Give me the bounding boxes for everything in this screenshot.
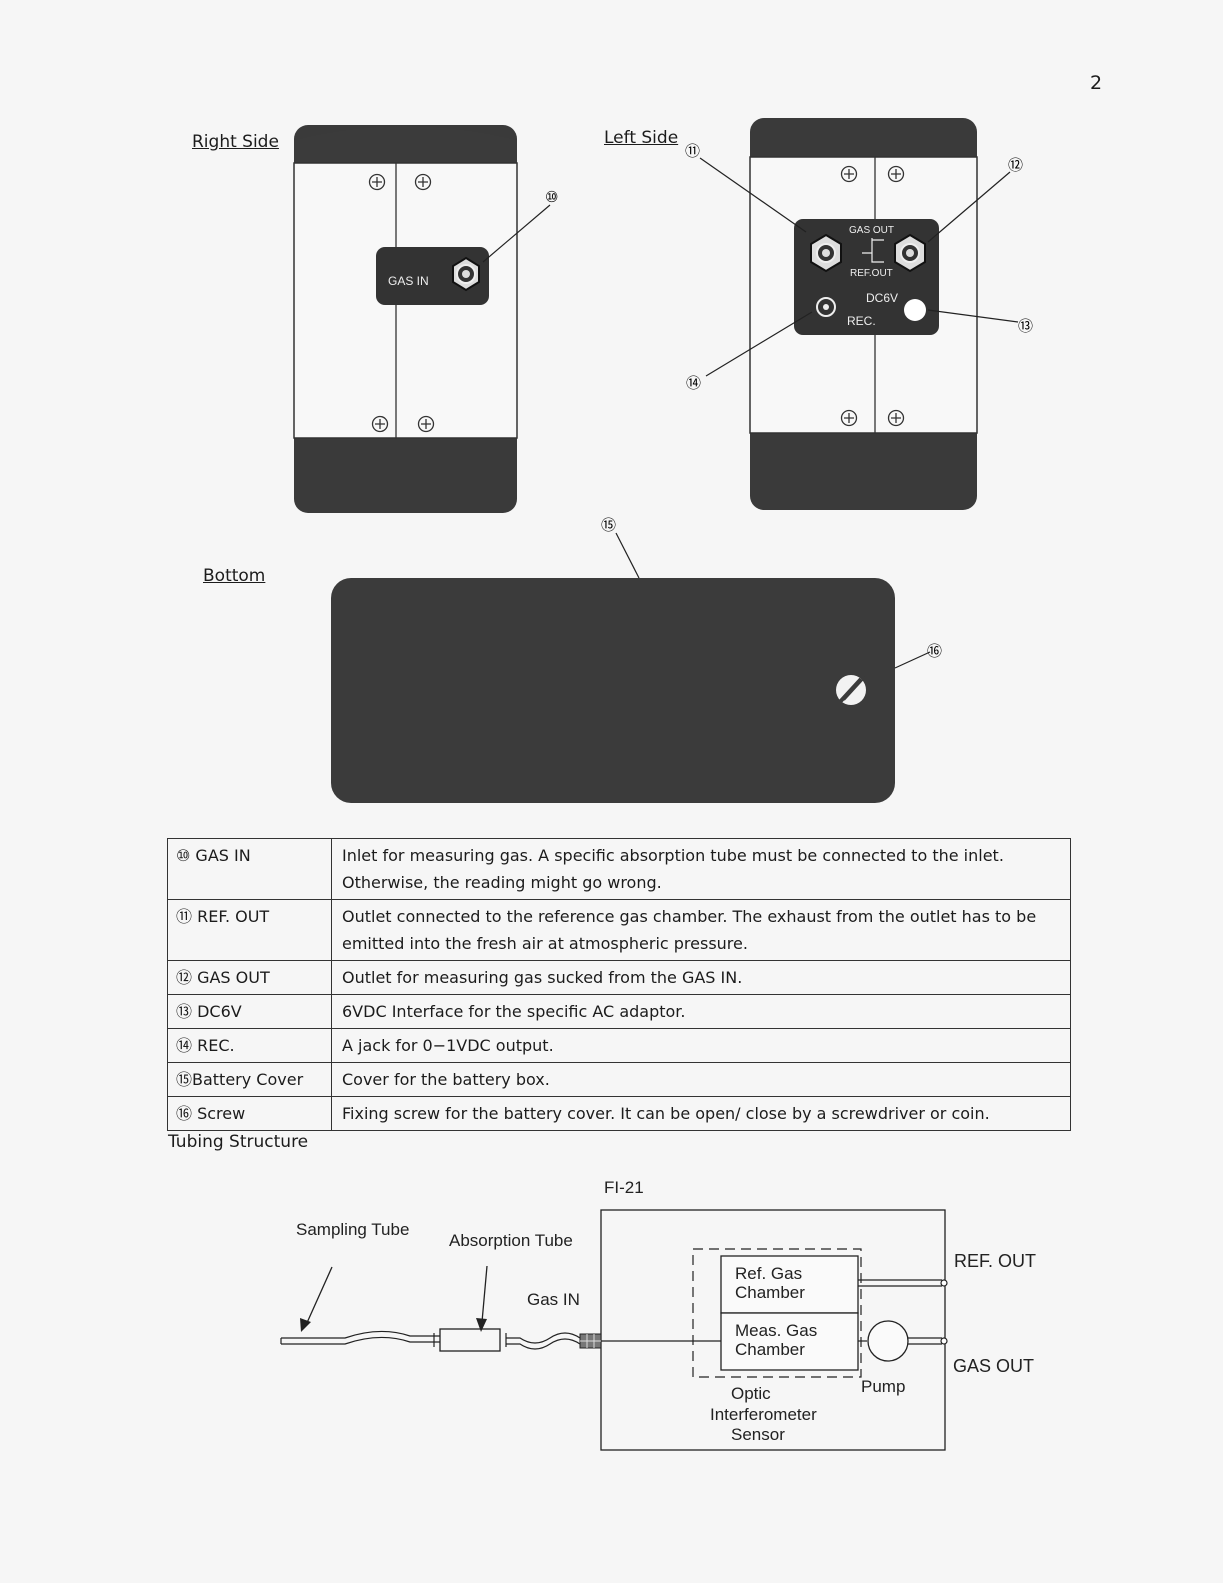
rec-jack-icon: [816, 297, 836, 317]
gas-in-connector: [579, 1333, 602, 1349]
screw-icon: [368, 173, 435, 433]
gas-out-label: GAS OUT: [953, 1356, 1034, 1376]
callout-13: ⑬: [1018, 318, 1033, 335]
sensor-line2: Interferometer: [710, 1405, 817, 1424]
left-side-view: GAS OUT REF.OUT DC6V REC. ⑪ ⑫ ⑬ ⑭: [685, 118, 1033, 510]
pump-icon: [867, 1320, 909, 1362]
callout-10: ⑩: [545, 189, 558, 206]
callout-15: ⑮: [601, 517, 616, 534]
table-row: ⑯ Screw Fixing screw for the battery cov…: [167, 1096, 1071, 1131]
gas-in-port-icon: [452, 256, 480, 292]
screw-icon: [836, 675, 866, 705]
ref-chamber-line1: Ref. Gas: [735, 1264, 802, 1283]
meas-chamber-line2: Chamber: [735, 1340, 805, 1359]
part-name: ⑯ Screw: [167, 1096, 332, 1131]
bottom-label: Bottom: [203, 566, 266, 586]
page-number: 2: [1090, 72, 1103, 94]
table-row: ⑬ DC6V 6VDC Interface for the specific A…: [167, 994, 1071, 1029]
gas-in-panel-label: GAS IN: [388, 274, 429, 288]
arrow-icon: [476, 1318, 487, 1332]
table-row: ⑩ GAS IN Inlet for measuring gas. A spec…: [167, 838, 1071, 900]
callout-14: ⑭: [686, 375, 701, 392]
part-name: ⑪ REF. OUT: [167, 899, 332, 961]
part-description: Inlet for measuring gas. A specific abso…: [331, 838, 1071, 900]
arrow-icon: [300, 1318, 311, 1332]
parts-table: ⑩ GAS IN Inlet for measuring gas. A spec…: [167, 838, 1071, 1131]
ref-out-port-icon: [810, 233, 842, 273]
gas-in-label: Gas IN: [527, 1290, 580, 1309]
callout-12: ⑫: [1008, 157, 1023, 174]
table-row: ⑪ REF. OUT Outlet connected to the refer…: [167, 899, 1071, 961]
sensor-enclosure: [692, 1248, 862, 1378]
sensor-line1: Optic: [731, 1384, 771, 1403]
right-side-view: GAS IN ⑩: [293, 125, 558, 513]
callout-16: ⑯: [927, 643, 942, 660]
fi21-label: FI-21: [604, 1178, 644, 1197]
part-name: ⑫ GAS OUT: [167, 960, 332, 995]
sampling-tube-label: Sampling Tube: [296, 1220, 409, 1239]
part-name: ⑩ GAS IN: [167, 838, 332, 900]
part-description: A jack for 0−1VDC output.: [331, 1028, 1071, 1063]
rec-panel-label: REC.: [847, 314, 876, 328]
meas-gas-chamber: [720, 1312, 859, 1371]
absorption-tube: [439, 1328, 501, 1352]
gas-out-port-icon: [894, 233, 926, 273]
part-description: Cover for the battery box.: [331, 1062, 1071, 1097]
ref-gas-chamber: [720, 1255, 859, 1314]
left-side-label: Left Side: [604, 128, 679, 148]
tubing-structure-title: Tubing Structure: [168, 1132, 309, 1152]
absorption-tube-label: Absorption Tube: [449, 1231, 573, 1250]
part-name: ⑭ REC.: [167, 1028, 332, 1063]
part-name: ⑮Battery Cover: [167, 1062, 332, 1097]
screw-icon: [840, 165, 905, 427]
part-description: Outlet for measuring gas sucked from the…: [331, 960, 1071, 995]
meas-chamber-line1: Meas. Gas: [735, 1321, 817, 1340]
dc6v-jack-icon: [904, 299, 926, 321]
ref-out-panel-label: REF.OUT: [850, 268, 893, 279]
fi21-box: [600, 1209, 946, 1451]
table-row: ⑭ REC. A jack for 0−1VDC output.: [167, 1028, 1071, 1063]
ref-out-label: REF. OUT: [954, 1251, 1036, 1271]
part-name: ⑬ DC6V: [167, 994, 332, 1029]
gas-out-panel-label: GAS OUT: [849, 225, 894, 236]
sensor-line3: Sensor: [731, 1425, 785, 1444]
ref-chamber-line2: Chamber: [735, 1283, 805, 1302]
bottom-view: ⑮ ⑯: [331, 517, 942, 803]
part-description: Fixing screw for the battery cover. It c…: [331, 1096, 1071, 1131]
device-illustration: GAS IN ⑩ GAS OUT: [293, 118, 1033, 803]
dc6v-panel-label: DC6V: [866, 291, 898, 305]
table-row: ⑮Battery Cover Cover for the battery box…: [167, 1062, 1071, 1097]
part-description: Outlet connected to the reference gas ch…: [331, 899, 1071, 961]
right-side-label: Right Side: [192, 132, 279, 152]
table-row: ⑫ GAS OUT Outlet for measuring gas sucke…: [167, 960, 1071, 995]
callout-11: ⑪: [685, 143, 700, 160]
part-description: 6VDC Interface for the specific AC adapt…: [331, 994, 1071, 1029]
pump-label: Pump: [861, 1377, 905, 1396]
